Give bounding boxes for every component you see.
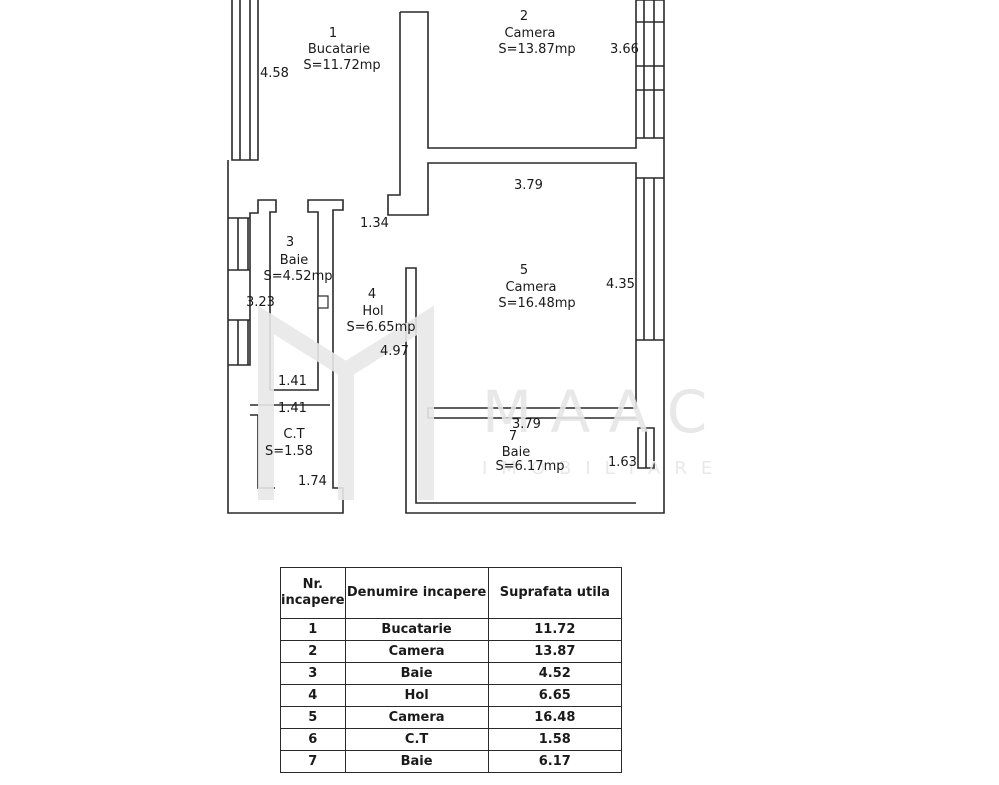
cell-area: 4.52: [487, 662, 623, 685]
dimension-label: 1.34: [360, 216, 389, 231]
room-7-name: Baie: [502, 445, 531, 460]
watermark-brand: M A A C: [482, 378, 707, 446]
cell-area: 6.65: [487, 684, 623, 707]
room-4-number: 4: [368, 287, 376, 302]
cell-name: Hol: [344, 684, 489, 707]
header-suprafata: Suprafata utila: [487, 567, 623, 619]
cell-nr: 7: [280, 750, 346, 773]
room-2-area: S=13.87mp: [498, 42, 575, 57]
cell-name: C.T: [344, 728, 489, 751]
dimension-label: 1.63: [608, 455, 637, 470]
room-1-area: S=11.72mp: [303, 58, 380, 73]
dimension-label: 1.74: [298, 474, 327, 489]
watermark-subtitle: IMOBILIARE: [482, 458, 726, 479]
cell-area: 13.87: [487, 640, 623, 663]
cell-name: Baie: [344, 750, 489, 773]
table-row: 5 Camera 16.48: [280, 706, 623, 729]
room-5-name: Camera: [505, 280, 556, 295]
table-row: 2 Camera 13.87: [280, 640, 623, 663]
table-row: 7 Baie 6.17: [280, 750, 623, 773]
dimension-label: 4.97: [380, 344, 409, 359]
header-denumire: Denumire incapere: [344, 567, 489, 619]
room-6-area: S=1.58: [265, 444, 313, 459]
room-3-area: S=4.52mp: [263, 269, 332, 284]
cell-name: Baie: [344, 662, 489, 685]
cell-area: 11.72: [487, 618, 623, 641]
cell-area: 6.17: [487, 750, 623, 773]
room-3-name: Baie: [280, 253, 309, 268]
room-5-area: S=16.48mp: [498, 296, 575, 311]
dimension-label: 4.35: [606, 277, 635, 292]
cell-nr: 1: [280, 618, 346, 641]
dimension-label: 3.23: [246, 295, 275, 310]
dimension-label: 4.58: [260, 66, 289, 81]
cell-name: Camera: [344, 706, 489, 729]
cell-area: 16.48: [487, 706, 623, 729]
dimension-label: 3.66: [610, 42, 639, 57]
dimension-label: 1.41: [278, 401, 307, 416]
room-5-number: 5: [520, 263, 528, 278]
dimension-label: 1.41: [278, 374, 307, 389]
room-6-name: C.T: [283, 427, 304, 442]
room-area-table: Nr. incapere Denumire incapere Suprafata…: [280, 567, 623, 773]
walls: [227, 0, 665, 514]
cell-nr: 3: [280, 662, 346, 685]
dimension-label: 3.79: [512, 417, 541, 432]
watermark: M A A C IMOBILIARE: [258, 305, 726, 500]
cell-nr: 2: [280, 640, 346, 663]
cell-nr: 6: [280, 728, 346, 751]
cell-name: Camera: [344, 640, 489, 663]
room-7-number: 7: [509, 429, 517, 444]
room-2-number: 2: [520, 9, 528, 24]
room-7-area: S=6.17mp: [495, 459, 564, 474]
table-header-row: Nr. incapere Denumire incapere Suprafata…: [280, 567, 623, 619]
cell-nr: 5: [280, 706, 346, 729]
table-row: 6 C.T 1.58: [280, 728, 623, 751]
room-4-area: S=6.65mp: [346, 320, 415, 335]
room-4-name: Hol: [362, 304, 383, 319]
table-row: 4 Hol 6.65: [280, 684, 623, 707]
table-row: 1 Bucatarie 11.72: [280, 618, 623, 641]
table-row: 3 Baie 4.52: [280, 662, 623, 685]
cell-area: 1.58: [487, 728, 623, 751]
room-1-name: Bucatarie: [308, 42, 370, 57]
dimension-label: 3.79: [514, 178, 543, 193]
room-labels: 1 Bucatarie S=11.72mp 2 Camera S=13.87mp…: [263, 9, 575, 474]
cell-name: Bucatarie: [344, 618, 489, 641]
room-2-name: Camera: [504, 26, 555, 41]
cell-nr: 4: [280, 684, 346, 707]
watermark-logo-icon: [258, 305, 434, 500]
header-nr: Nr. incapere: [280, 567, 346, 619]
room-1-number: 1: [329, 26, 337, 41]
room-3-number: 3: [286, 235, 294, 250]
dimension-labels: 4.58 3.66 3.79 1.34 3.23 4.35 4.97 1.41 …: [246, 42, 639, 489]
